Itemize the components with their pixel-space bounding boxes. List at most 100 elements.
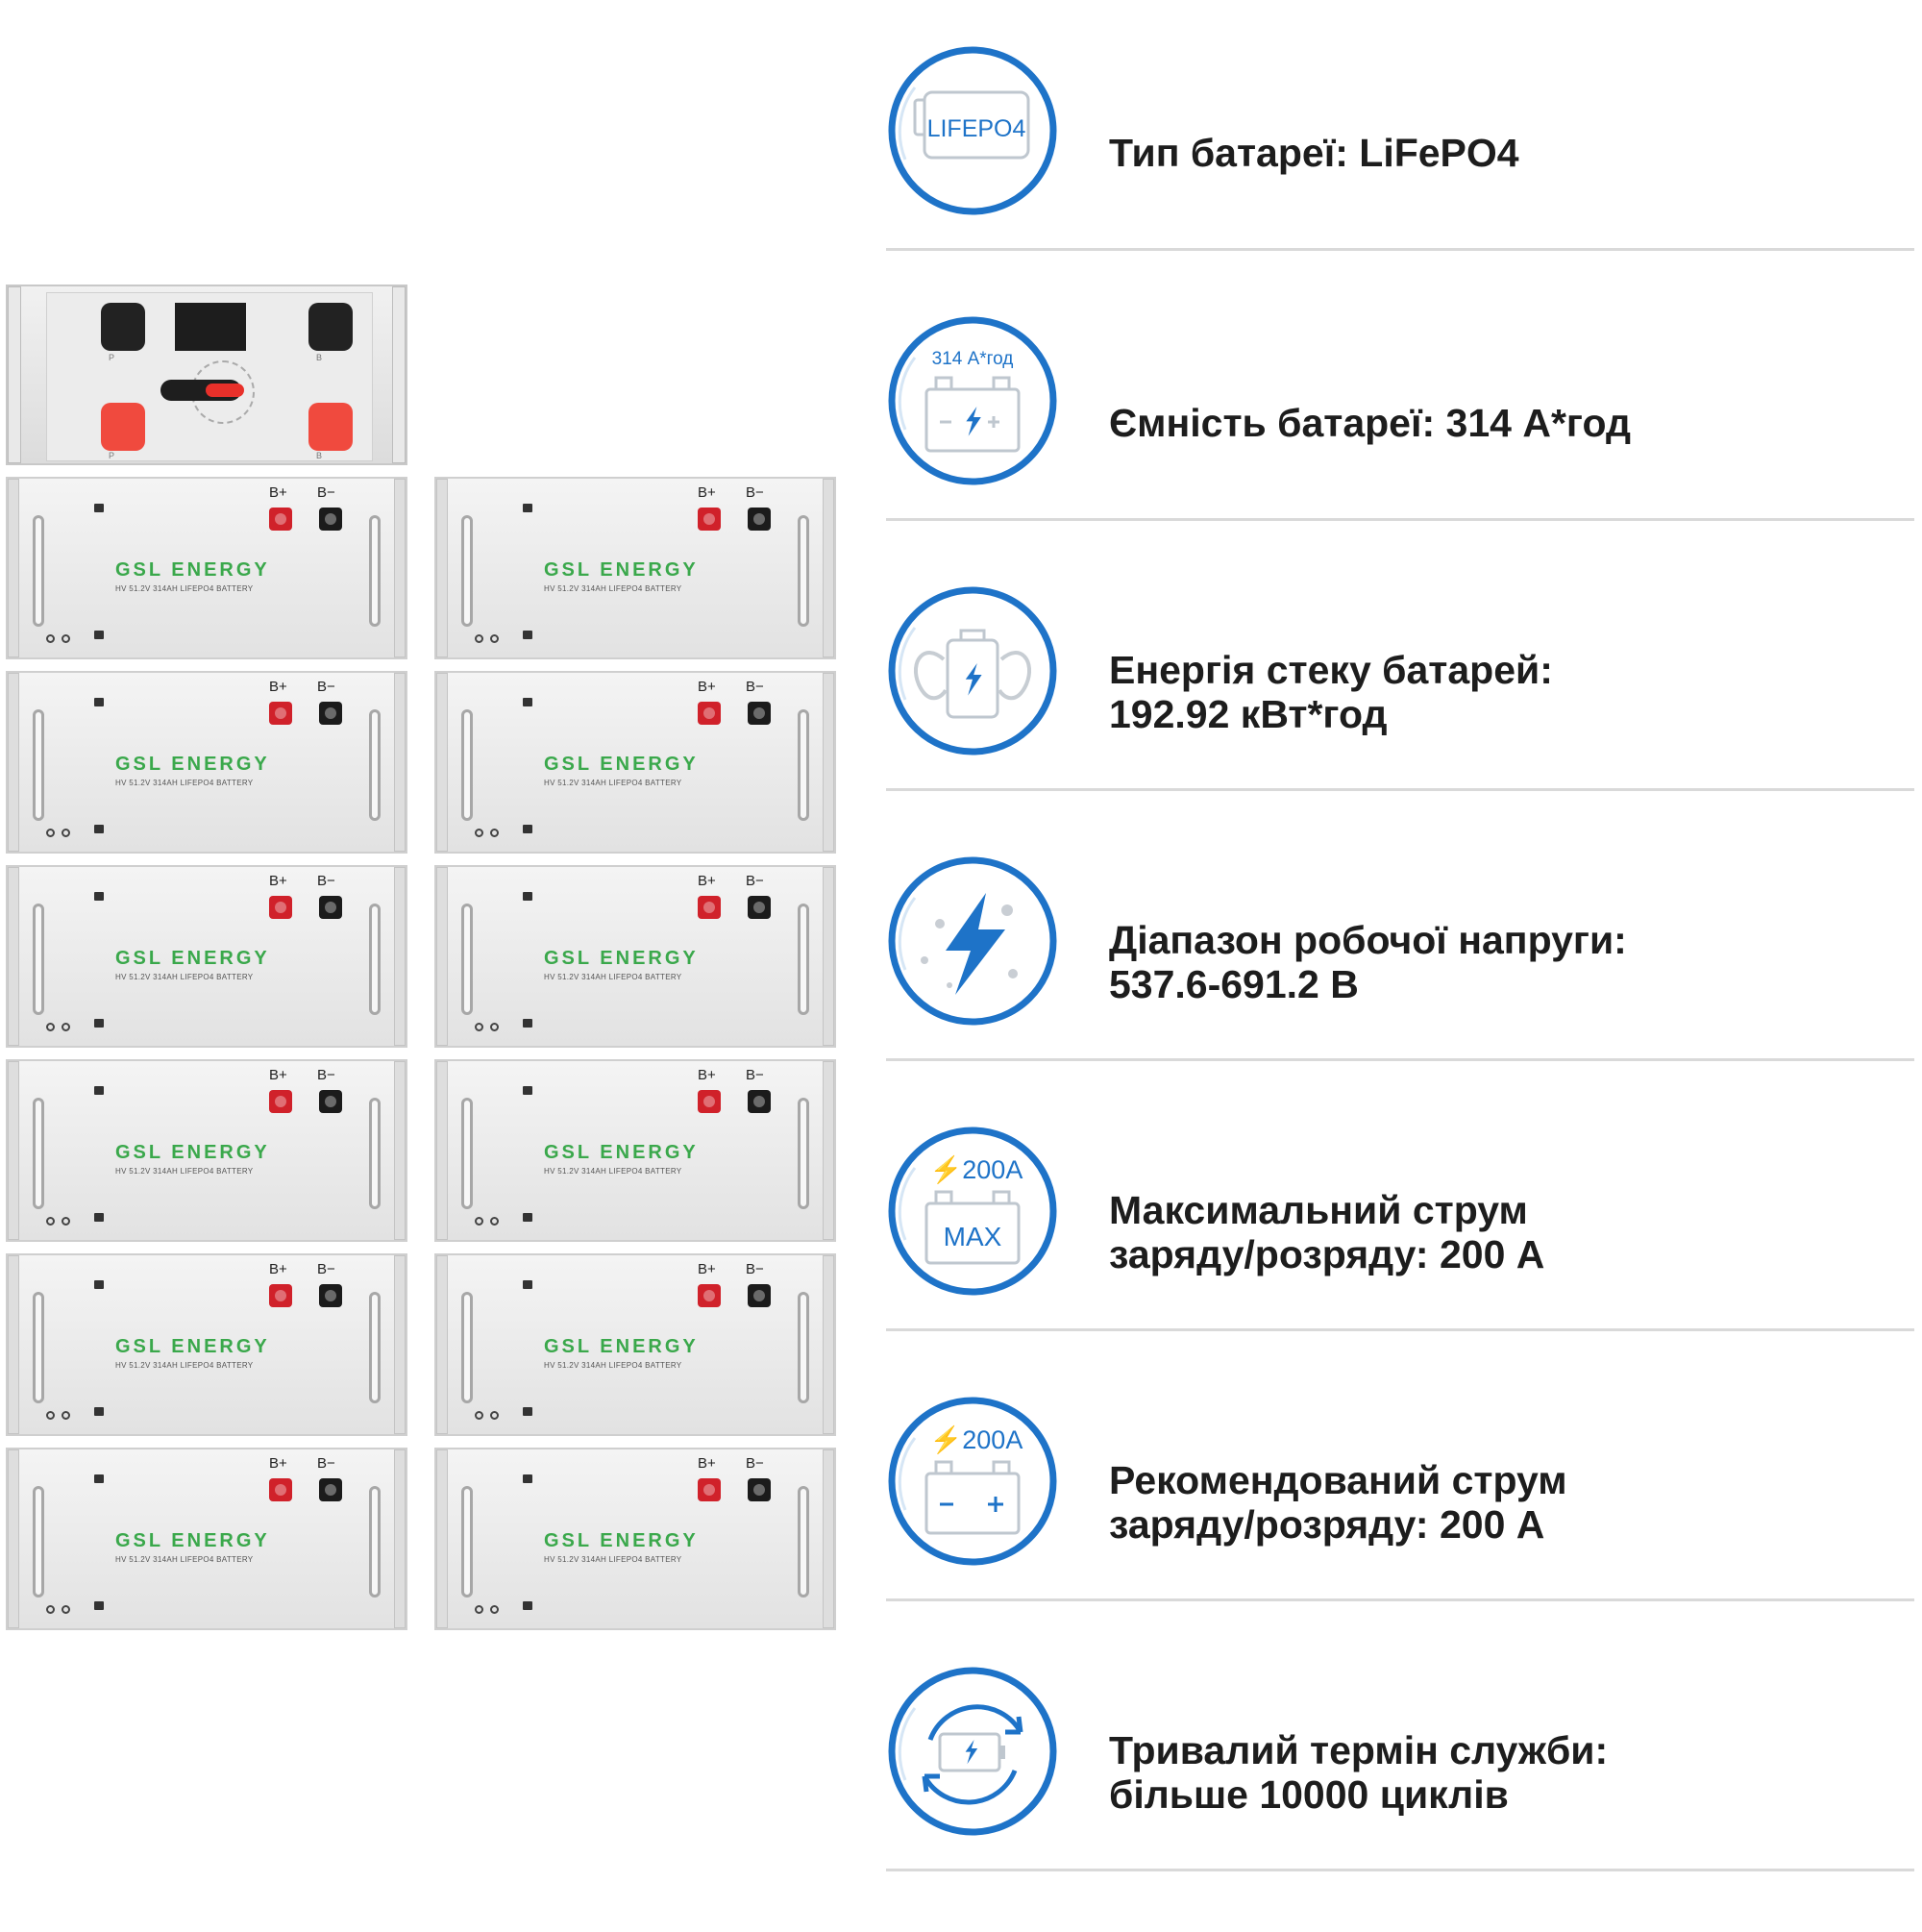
module-model: HV 51.2V 314AH LIFEPO4 BATTERY xyxy=(115,1555,254,1564)
terminal-pos xyxy=(269,508,292,531)
power-button-icon xyxy=(475,1605,483,1614)
module-rack-ear-left xyxy=(436,1449,448,1628)
terminal-neg xyxy=(748,1090,771,1113)
terminal-neg xyxy=(319,1090,342,1113)
breaker-handle-grip xyxy=(206,384,244,397)
module-rack-ear-left xyxy=(436,1061,448,1240)
comm-port-icon xyxy=(523,1280,532,1289)
module-rack-ear-left xyxy=(8,867,19,1046)
svg-text:⚡200A: ⚡200A xyxy=(930,1154,1023,1185)
module-handle-right xyxy=(798,904,809,1015)
terminal-neg-label: B− xyxy=(317,679,335,695)
ground-screw-icon xyxy=(62,634,70,643)
bms-rack-ear-left xyxy=(8,286,21,463)
terminal-neg-label: B− xyxy=(317,1261,335,1277)
module-handle-right xyxy=(369,904,381,1015)
module-handle-left xyxy=(461,1486,473,1598)
p-minus-port xyxy=(101,303,145,351)
module-brand: GSL ENERGY xyxy=(115,1142,270,1163)
spec-text: Тривалий термін служби:більше 10000 цикл… xyxy=(1109,1728,1608,1817)
module-rack-ear-left xyxy=(8,673,19,852)
module-model: HV 51.2V 314AH LIFEPO4 BATTERY xyxy=(115,973,254,981)
module-rack-ear-left xyxy=(436,673,448,852)
p-plus-port xyxy=(101,403,145,451)
terminal-neg xyxy=(748,702,771,725)
terminal-neg-label: B− xyxy=(317,873,335,889)
spec-text: Тип батареї: LiFePO4 xyxy=(1109,131,1519,175)
module-brand: GSL ENERGY xyxy=(115,1530,270,1551)
module-handle-left xyxy=(461,515,473,627)
ground-screw-icon xyxy=(490,634,499,643)
module-handle-left xyxy=(461,1292,473,1403)
bms-control-box: P B P B xyxy=(6,285,407,465)
terminal-pos-label: B+ xyxy=(269,873,287,889)
terminal-pos xyxy=(269,1284,292,1307)
svg-text:314 А*год: 314 А*год xyxy=(932,349,1014,369)
spec-divider xyxy=(886,1328,1914,1331)
terminal-neg xyxy=(319,1284,342,1307)
svg-text:MAX: MAX xyxy=(944,1222,1002,1251)
terminal-neg-label: B− xyxy=(746,484,764,501)
spec-line-1: Енергія стеку батарей: xyxy=(1109,648,1553,692)
bms-display xyxy=(175,303,246,351)
terminal-pos-label: B+ xyxy=(269,1067,287,1083)
power-button-icon xyxy=(46,1023,55,1031)
module-handle-right xyxy=(369,1292,381,1403)
comm-port-icon xyxy=(94,1601,104,1610)
p-label-bottom: P xyxy=(109,451,115,460)
module-rack-ear-right xyxy=(394,1449,406,1628)
comm-port-icon xyxy=(94,1280,104,1289)
comm-port-icon xyxy=(523,1474,532,1483)
module-brand: GSL ENERGY xyxy=(544,559,699,581)
comm-port-icon xyxy=(523,825,532,833)
power-button-icon xyxy=(475,1023,483,1031)
module-rack-ear-left xyxy=(436,1255,448,1434)
terminal-pos xyxy=(698,1478,721,1501)
module-rack-ear-right xyxy=(823,479,834,657)
spec-line-1: Діапазон робочої напруги: xyxy=(1109,918,1627,962)
terminal-neg xyxy=(319,508,342,531)
ground-screw-icon xyxy=(490,1217,499,1226)
spec-divider xyxy=(886,788,1914,791)
module-rack-ear-right xyxy=(823,1449,834,1628)
comm-port-icon xyxy=(94,892,104,901)
svg-text:LIFEPO4: LIFEPO4 xyxy=(927,115,1026,142)
power-button-icon xyxy=(475,634,483,643)
ground-screw-icon xyxy=(62,1217,70,1226)
comm-port-icon xyxy=(523,892,532,901)
b-label-top: B xyxy=(316,353,323,362)
terminal-pos xyxy=(698,1284,721,1307)
comm-port-icon xyxy=(94,1213,104,1222)
comm-port-icon xyxy=(523,1213,532,1222)
terminal-pos-label: B+ xyxy=(698,1261,716,1277)
spec-divider xyxy=(886,1598,1914,1601)
spec-divider xyxy=(886,1058,1914,1061)
module-handle-left xyxy=(33,1486,44,1598)
spec-line-2: заряду/розряду: 200 А xyxy=(1109,1502,1545,1547)
spec-line-2: 192.92 кВт*год xyxy=(1109,692,1388,736)
terminal-neg-label: B− xyxy=(746,1261,764,1277)
comm-port-icon xyxy=(94,825,104,833)
comm-port-icon xyxy=(523,631,532,639)
module-rack-ear-right xyxy=(394,867,406,1046)
ground-screw-icon xyxy=(62,1411,70,1420)
module-handle-right xyxy=(369,1098,381,1209)
comm-port-icon xyxy=(94,1086,104,1095)
module-handle-right xyxy=(369,1486,381,1598)
spec-line-2: більше 10000 циклів xyxy=(1109,1772,1509,1817)
spec-line-2: 537.6-691.2 В xyxy=(1109,962,1359,1006)
ground-screw-icon xyxy=(490,829,499,837)
power-button-icon xyxy=(475,1217,483,1226)
spec-text: Енергія стеку батарей:192.92 кВт*год xyxy=(1109,648,1553,736)
terminal-neg-label: B− xyxy=(746,873,764,889)
module-handle-right xyxy=(369,515,381,627)
